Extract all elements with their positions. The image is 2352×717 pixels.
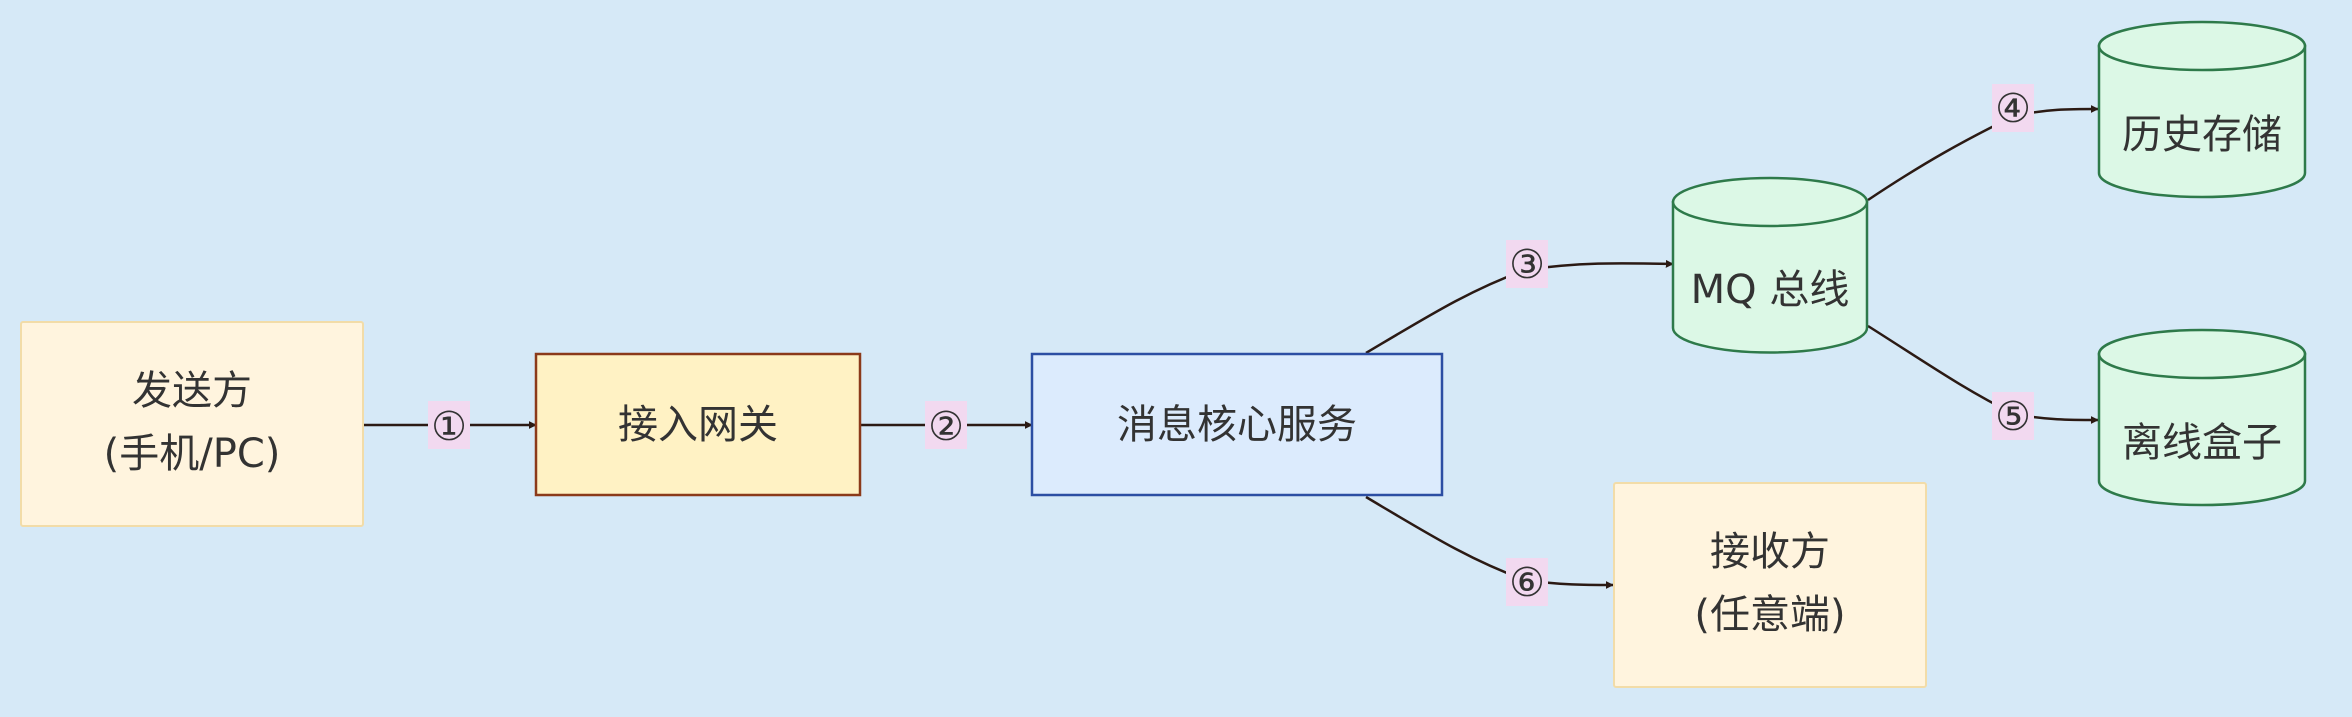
edge-label-4: ④ <box>1992 84 2034 132</box>
edge-label-1-text: ① <box>431 404 467 450</box>
edge-label-1: ① <box>428 401 470 450</box>
node-mq-label: MQ 总线 <box>1691 267 1850 313</box>
node-sender[interactable]: 发送方 (手机/PC) <box>20 321 364 527</box>
edge-label-6-bg <box>1506 558 1548 606</box>
edge-label-6-text: ⑥ <box>1509 560 1545 606</box>
node-mq-cylinder-top <box>1671 176 1869 228</box>
node-core[interactable]: 消息核心服务 <box>1030 352 1444 497</box>
node-core-label: 消息核心服务 <box>1117 402 1357 448</box>
edge-label-2: ② <box>925 401 967 450</box>
node-receiver-label-line1: 接收方 <box>1710 529 1830 575</box>
edge-core-to-receiver <box>1365 495 1614 589</box>
node-sender-label-line2: (手机/PC) <box>104 431 281 477</box>
edge-label-3-bg <box>1506 240 1548 288</box>
node-history-label: 历史存储 <box>2122 112 2282 158</box>
edge-labels: ① ② ③ ④ ⑤ ⑥ <box>428 84 2034 606</box>
node-offline[interactable]: 离线盒子 <box>2097 328 2307 507</box>
edge-label-1-bg <box>428 401 470 449</box>
node-mq[interactable]: MQ 总线 <box>1671 176 1869 354</box>
edge-label-3: ③ <box>1506 240 1548 288</box>
edge-label-4-text: ④ <box>1995 86 2031 132</box>
node-receiver-box <box>1613 482 1927 688</box>
edge-label-2-bg <box>925 401 967 449</box>
edge-label-5: ⑤ <box>1992 392 2034 440</box>
edge-label-3-text: ③ <box>1509 242 1545 288</box>
node-history[interactable]: 历史存储 <box>2097 20 2307 199</box>
node-offline-cylinder-body <box>2097 352 2307 507</box>
node-gateway-label: 接入网关 <box>618 402 778 448</box>
node-offline-label: 离线盒子 <box>2122 420 2282 466</box>
edge-label-4-bg <box>1992 84 2034 132</box>
node-receiver-label-line2: (任意端) <box>1694 592 1845 638</box>
edge-mq-to-history <box>1867 105 2099 202</box>
node-gateway-box <box>534 352 862 497</box>
node-mq-cylinder-body <box>1671 200 1869 354</box>
node-history-cylinder-top <box>2097 20 2307 72</box>
edge-label-5-bg <box>1992 392 2034 440</box>
node-sender-label-line1: 发送方 <box>132 368 252 414</box>
node-sender-box <box>20 321 364 527</box>
edge-label-5-text: ⑤ <box>1995 394 2031 440</box>
node-core-box <box>1030 352 1444 497</box>
edge-label-6: ⑥ <box>1506 558 1548 606</box>
edge-label-2-text: ② <box>928 404 964 450</box>
node-receiver[interactable]: 接收方 (任意端) <box>1613 482 1927 688</box>
edge-mq-to-offline <box>1867 324 2099 424</box>
node-history-cylinder-body <box>2097 44 2307 199</box>
node-gateway[interactable]: 接入网关 <box>534 352 862 497</box>
node-offline-cylinder-top <box>2097 328 2307 380</box>
